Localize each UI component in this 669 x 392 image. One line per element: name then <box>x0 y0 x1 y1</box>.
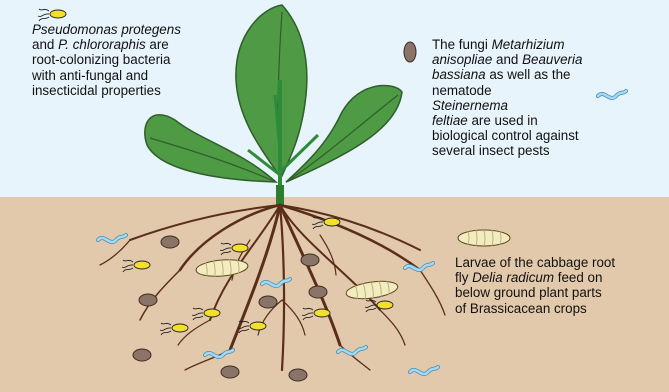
fungi-text-used: are used in <box>468 113 538 128</box>
fungi-genus-1: Metarhizium <box>492 37 565 52</box>
larvae-text-line1: Larvae of the cabbage root <box>455 255 615 270</box>
larvae-text-line3: below ground plant parts <box>455 285 615 300</box>
fungi-text-and: and <box>492 52 522 67</box>
larvae-text-fly: fly <box>455 270 472 285</box>
bacteria-text-are: are <box>146 37 169 52</box>
bacteria-text-line3: root-colonizing bacteria <box>32 52 181 67</box>
fungi-text-line7: biological control against <box>432 128 582 143</box>
fungi-species-1: anisopliae <box>432 52 492 67</box>
bacteria-name-1: Pseudomonas protegens <box>32 22 181 37</box>
bacteria-description: Pseudomonas protegens and P. chlororaphi… <box>32 22 181 98</box>
nematode-legend-icon <box>598 91 626 98</box>
fly-species-name: Delia radicum <box>472 270 554 285</box>
fungi-text-intro: The fungi <box>432 37 492 52</box>
fungi-genus-2: Beauveria <box>522 52 582 67</box>
bacteria-text-line5: insecticidal properties <box>32 83 181 98</box>
nematode-genus: Steinernema <box>432 98 508 113</box>
fungi-text-line8: several insect pests <box>432 143 582 158</box>
fungi-description: The fungi Metarhizium anisopliae and Bea… <box>432 37 582 159</box>
soil-larvae <box>195 258 398 302</box>
nematode-species: feltiae <box>432 113 468 128</box>
soil-spores <box>133 236 327 381</box>
larva-legend-icon <box>458 230 510 246</box>
plant-leaves <box>145 5 402 182</box>
bacteria-name-2: P. chlororaphis <box>58 37 146 52</box>
larvae-description: Larvae of the cabbage root fly Delia rad… <box>455 255 615 316</box>
larvae-text-line4: of Brassicacean crops <box>455 301 615 316</box>
bacteria-text-and: and <box>32 37 58 52</box>
larvae-text-feed: feed on <box>554 270 602 285</box>
fungi-text-nematode: nematode <box>432 83 582 98</box>
bacteria-text-line4: with anti-fungal and <box>32 68 181 83</box>
fungi-species-2: bassiana <box>432 67 486 82</box>
fungi-text-aswell: as well as the <box>486 67 571 82</box>
spore-legend-icon <box>404 42 416 62</box>
bacterium-legend-icon <box>38 9 66 21</box>
